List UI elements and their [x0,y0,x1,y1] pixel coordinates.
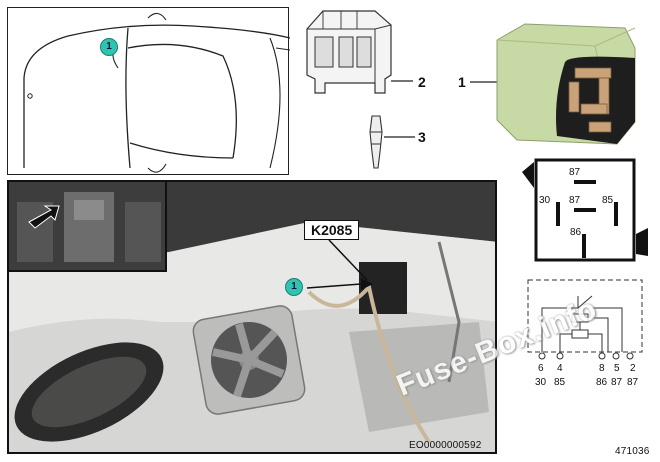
terminal-part-number: 3 [418,129,426,145]
terminal-pin-drawing [369,115,415,169]
component-pointer [306,239,373,290]
component-id-label: K2085 [304,220,360,240]
schematic-pin-term-4: 87 [627,377,639,388]
relay-face-diagram [522,158,648,262]
schematic-pin-num-1: 4 [557,363,563,374]
relay-part-number: 1 [458,74,466,90]
schematic-pin-num-3: 5 [614,363,620,374]
relay-circuit-schematic [527,279,643,360]
schematic-pin-num-0: 6 [538,363,544,374]
figure-number: 471036 [615,446,650,457]
relay-face-pin-left: 30 [539,195,551,206]
schematic-pin-term-2: 86 [596,377,608,388]
photo-location-callout: 1 [285,278,303,296]
relay-face-pin-top: 87 [569,167,581,178]
installation-photo-scene [9,182,495,452]
schematic-pin-term-1: 85 [554,377,566,388]
car-location-panel: 1 [7,7,291,175]
engine-bay-inset [7,180,167,272]
schematic-pin-num-4: 2 [630,363,636,374]
schematic-pin-term-0: 30 [535,377,547,388]
schematic-pin-num-2: 8 [599,363,605,374]
schematic-pin-term-3: 87 [611,377,623,388]
relay-face-pin-center: 87 [569,195,581,206]
engine-bay-inset-scene [9,182,165,270]
relay-photo [496,23,636,145]
connector-part-number: 2 [418,74,426,90]
relay-face-pin-bottom: 86 [570,227,582,238]
relay-face-pin-right: 85 [602,195,614,206]
car-outline-drawing [23,12,291,173]
connector-housing-drawing [306,10,413,94]
car-location-callout: 1 [100,38,118,56]
photo-code: EO0000000592 [409,440,482,451]
